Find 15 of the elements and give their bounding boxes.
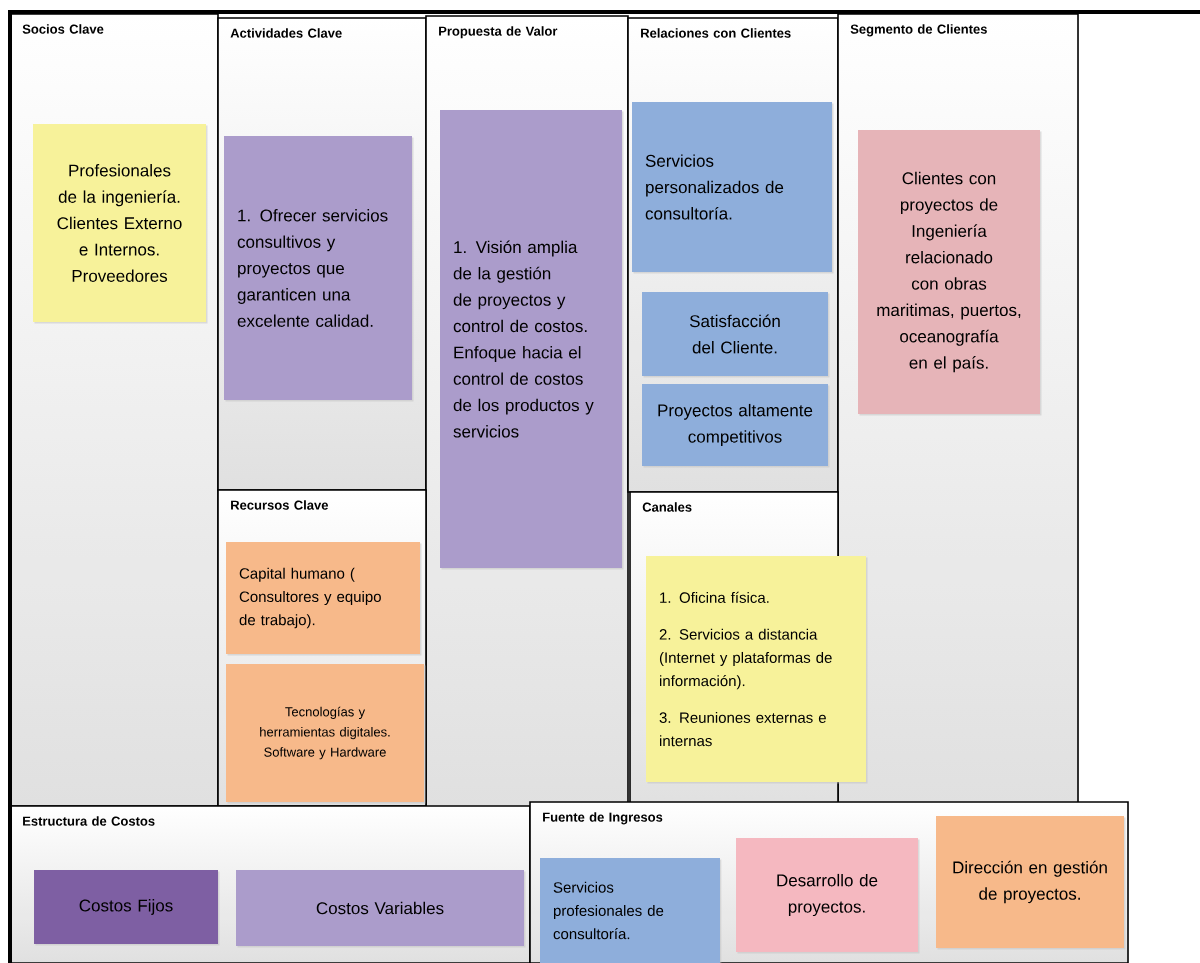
sticky-note: Costos Variables xyxy=(236,870,526,948)
sticky-note: Desarrollo de proyectos. xyxy=(736,838,920,954)
sticky-note: Proyectos altamente competitivos xyxy=(642,384,830,468)
sticky-note: 1. Visión amplia de la gestión de proyectos y control de costos. Enfoque hacia el control de costos de los productos y servicios xyxy=(440,110,624,570)
sticky-note: Satisfacción del Cliente. xyxy=(642,292,830,378)
sticky-note: Clientes con proyectos de Ingeniería relacionado con obras maritimas, puertos, oceanografía en el país. xyxy=(858,130,1042,416)
sticky-note: Capital humano ( Consultores y equipo de trabajo). xyxy=(226,542,422,656)
sticky-note: Profesionales de la ingeniería. Clientes Externo e Internos. Proveedores xyxy=(33,124,208,324)
sticky-note: Servicios personalizados de consultoría. xyxy=(632,102,834,274)
sticky-note: Dirección en gestión de proyectos. xyxy=(936,816,1126,950)
sticky-note: 1. Oficina física. 2. Servicios a distancia (Internet y plataformas de información). 3. Reuniones externas e internas xyxy=(646,556,868,784)
sticky-note: Tecnologías y herramientas digitales. Software y Hardware xyxy=(226,664,426,804)
sticky-note: Servicios profesionales de consultoría. xyxy=(540,858,722,963)
sticky-note: 1. Ofrecer servicios consultivos y proyectos que garanticen una excelente calidad. xyxy=(224,136,414,402)
sticky-note: Costos Fijos xyxy=(34,870,220,946)
